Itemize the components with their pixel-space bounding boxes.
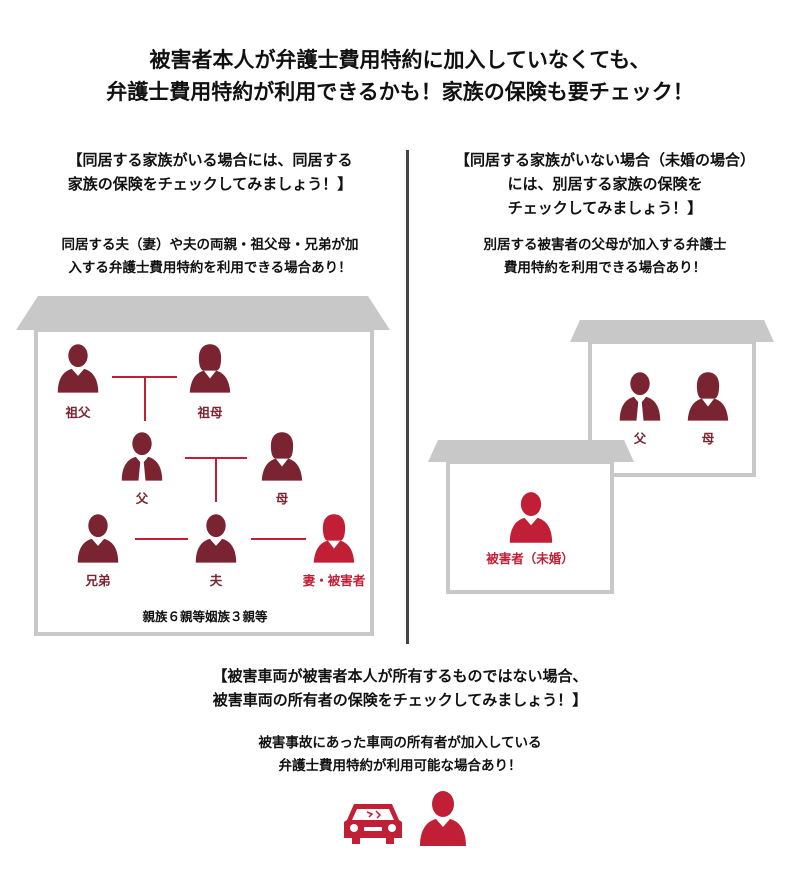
right-subtext: 別居する被害者の父母が加入する弁護士 費用特約を利用できる場合あり！ xyxy=(420,234,790,280)
label-husband: 夫 xyxy=(209,573,223,588)
grandmother-woman-icon xyxy=(188,340,232,396)
label-brother: 兄弟 xyxy=(85,573,111,588)
owner-man-icon xyxy=(418,790,468,846)
connector-grandparents-child xyxy=(144,377,146,421)
car-icon xyxy=(344,804,402,844)
bottom-subtext: 被害事故にあった車両の所有者が加入している 弁護士費用特約が利用可能な場合あり！ xyxy=(0,732,800,778)
right-heading-line-2: には、別居する家族の保険を xyxy=(507,175,703,193)
bottom-heading-line-1: 【被害車両が被害者本人が所有するものではない場合、 xyxy=(212,667,588,685)
bottom-heading-line-2: 被害車両の所有者の保険をチェックしてみましょう！】 xyxy=(212,691,588,709)
bottom-subtext-line-2: 弁護士費用特約が利用可能な場合あり！ xyxy=(278,758,522,774)
title-line-1: 被害者本人が弁護士費用特約に加入していなくても、 xyxy=(149,48,651,72)
husband-man-icon xyxy=(194,510,238,566)
label-grandfather: 祖父 xyxy=(65,405,91,420)
section-divider xyxy=(406,150,409,644)
parent-mother-woman-icon xyxy=(686,368,730,424)
label-victim-unmarried: 被害者（未婚） xyxy=(486,551,574,566)
mother-woman-icon xyxy=(260,428,304,484)
left-subtext-line-1: 同居する夫（妻）や夫の両親・祖父母・兄弟が加 xyxy=(61,237,359,253)
connector-parents-child xyxy=(215,458,217,502)
right-heading-line-1: 【同居する家族がいない場合（未婚の場合） xyxy=(454,151,755,169)
connector-brother-husband xyxy=(135,538,188,540)
right-heading-line-3: チェックしてみましょう！】 xyxy=(507,199,703,217)
house-roof-parents xyxy=(570,320,774,342)
right-subtext-line-1: 別居する被害者の父母が加入する弁護士 xyxy=(483,237,727,253)
left-heading: 【同居する家族がいる場合には、同居する 家族の保険をチェックしてみましょう！】 xyxy=(30,148,390,196)
parent-father-man-icon xyxy=(618,368,662,424)
label-grandmother: 祖母 xyxy=(197,405,223,420)
grandfather-man-icon xyxy=(56,340,100,396)
label-parent-father: 父 xyxy=(633,431,647,446)
left-subtext-line-2: 入する弁護士費用特約を利用できる場合あり！ xyxy=(68,260,352,276)
bottom-subtext-line-1: 被害事故にあった車両の所有者が加入している xyxy=(258,735,542,751)
label-wife-victim: 妻・被害者 xyxy=(302,573,366,588)
title-line-2: 弁護士費用特約が利用できるかも！家族の保険も要チェック！ xyxy=(106,80,694,104)
house-wall-parents xyxy=(588,340,756,477)
connector-husband-wife xyxy=(251,538,306,540)
brother-man-icon xyxy=(76,510,120,566)
house-roof-left xyxy=(16,296,390,330)
label-father: 父 xyxy=(135,491,149,506)
house-roof-victim xyxy=(428,440,634,462)
father-man-icon xyxy=(120,428,164,484)
label-parent-mother: 母 xyxy=(701,431,715,446)
page-title: 被害者本人が弁護士費用特約に加入していなくても、 弁護士費用特約が利用できるかも… xyxy=(0,44,800,108)
wife-victim-woman-icon xyxy=(312,510,356,566)
bottom-heading: 【被害車両が被害者本人が所有するものではない場合、 被害車両の所有者の保険をチェ… xyxy=(0,664,800,712)
left-heading-line-2: 家族の保険をチェックしてみましょう！】 xyxy=(67,175,353,193)
left-heading-line-1: 【同居する家族がいる場合には、同居する xyxy=(67,151,353,169)
victim-man-icon xyxy=(508,488,554,546)
left-subtext: 同居する夫（妻）や夫の両親・祖父母・兄弟が加 入する弁護士費用特約を利用できる場… xyxy=(30,234,390,280)
label-mother: 母 xyxy=(275,491,289,506)
kinship-footer: 親族６親等姻族３親等 xyxy=(142,609,268,624)
right-subtext-line-2: 費用特約を利用できる場合あり！ xyxy=(503,260,707,276)
right-heading: 【同居する家族がいない場合（未婚の場合） には、別居する家族の保険を チェックし… xyxy=(420,148,790,220)
